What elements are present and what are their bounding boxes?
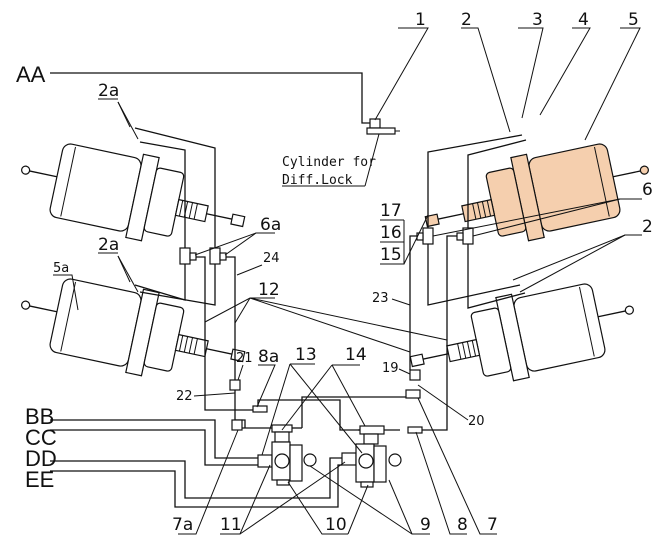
brake-chamber-right-top-highlighted	[424, 143, 649, 242]
callout-1: 1	[415, 10, 426, 30]
callout-4: 4	[578, 10, 589, 30]
brake-chamber-left-top	[21, 143, 246, 242]
callout-6a: 6a	[260, 215, 281, 235]
callout-9: 9	[420, 515, 431, 535]
callout-2a-mid: 2a	[98, 235, 119, 255]
callout-14: 14	[345, 345, 367, 365]
relay-valve-left	[257, 431, 317, 486]
port-line-bb: BB	[25, 404, 258, 459]
callout-12: 12	[258, 280, 280, 300]
callout-24: 24	[263, 251, 280, 266]
callout-5: 5	[628, 10, 639, 30]
callout-8a: 8a	[258, 347, 279, 367]
brake-chamber-right-bottom	[409, 283, 634, 382]
port-line-cc: CC	[25, 425, 258, 466]
callout-7a: 7a	[172, 515, 193, 535]
callout-22: 22	[176, 389, 193, 404]
callout-7: 7	[487, 515, 498, 535]
diff-lock-cylinder	[366, 118, 400, 135]
callout-23: 23	[372, 291, 389, 306]
brake-chamber-left-bottom	[21, 278, 246, 377]
port-line-ee: EE	[25, 464, 342, 508]
diff-lock-note-line1: Cylinder for	[282, 155, 376, 170]
callout-16: 16	[380, 223, 402, 243]
callouts: 1 2 3 4 5 6 2 2a 2a 5a 6a 24 12	[53, 10, 653, 535]
port-label-bb: BB	[25, 404, 54, 429]
port-label-cc: CC	[25, 425, 57, 450]
port-line-dd: DD	[25, 446, 342, 499]
callout-20: 20	[468, 414, 485, 429]
port-line-aa: AA	[16, 62, 372, 124]
port-label-dd: DD	[25, 446, 57, 471]
callout-3: 3	[532, 10, 543, 30]
callout-17: 17	[380, 201, 402, 221]
port-label-aa: AA	[16, 62, 46, 87]
pipe-network	[134, 127, 527, 434]
callout-2-right: 2	[642, 217, 653, 237]
callout-19: 19	[382, 361, 399, 376]
callout-11: 11	[220, 515, 242, 535]
callout-13: 13	[295, 345, 317, 365]
diff-lock-note-line2: Diff.Lock	[282, 173, 353, 188]
port-label-ee: EE	[25, 467, 54, 492]
relay-valve-right	[341, 425, 402, 488]
callout-8: 8	[457, 515, 468, 535]
callout-10: 10	[325, 515, 347, 535]
callout-2: 2	[461, 10, 472, 30]
callout-6: 6	[642, 180, 653, 200]
callout-15: 15	[380, 245, 402, 265]
callout-21: 21	[236, 351, 253, 366]
callout-2a-top: 2a	[98, 81, 119, 101]
callout-5a: 5a	[53, 261, 69, 276]
